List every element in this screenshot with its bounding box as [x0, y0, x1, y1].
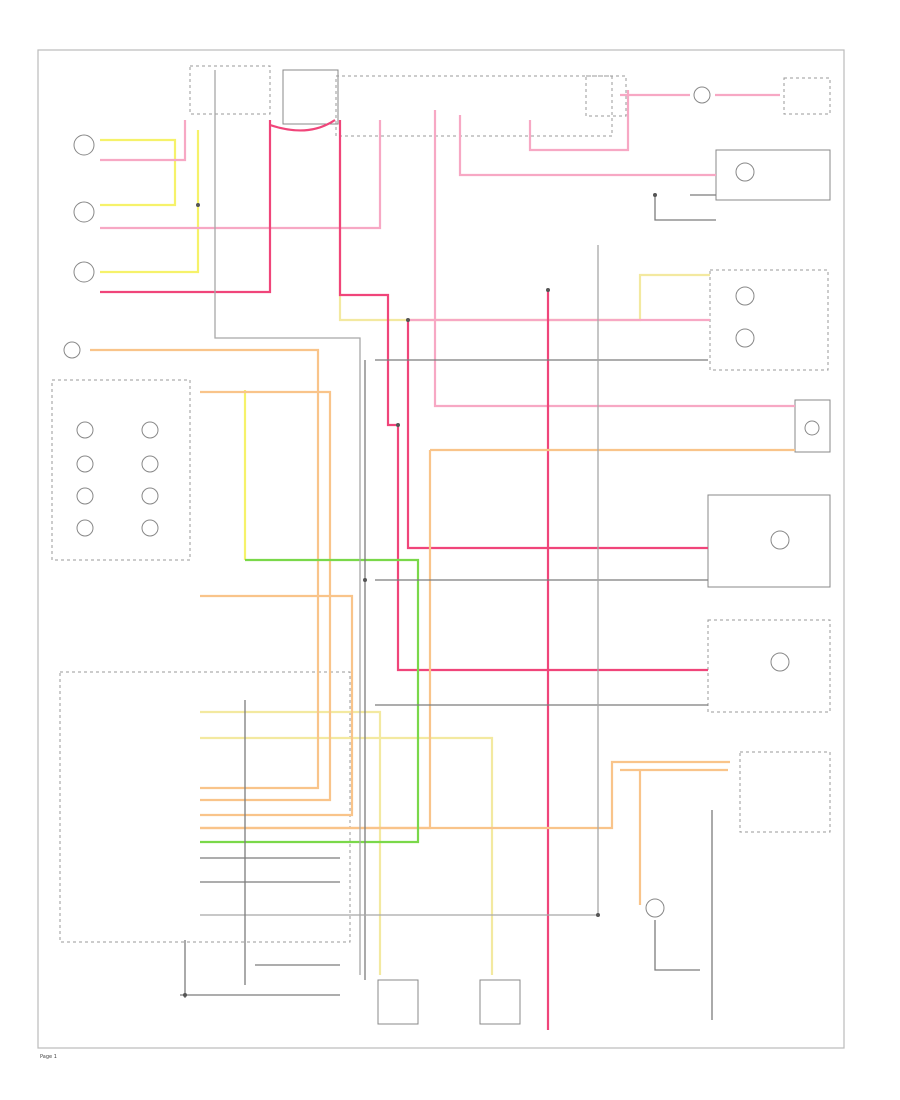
cluster-bulbs	[76, 421, 159, 537]
junction-block	[282, 69, 339, 125]
instrument-cluster	[51, 379, 191, 561]
trunk-lid-switch	[783, 77, 831, 115]
overhead-map-lamp	[709, 269, 829, 371]
relay-box	[335, 75, 613, 137]
fuse-block	[189, 65, 271, 115]
body-control-module	[59, 671, 351, 943]
ignition-lamp-bulb	[804, 420, 820, 436]
trunk-lamp	[693, 86, 711, 104]
right-door-courtesy-lamp	[73, 201, 95, 223]
glove-box-lamp	[715, 149, 831, 201]
headlamp	[63, 341, 81, 359]
page-label: Page 1	[40, 1054, 57, 1060]
left-door-lamp-bulb	[770, 530, 790, 550]
right-door-lamp-bulb	[770, 652, 790, 672]
right-front-door-switch	[479, 979, 521, 1025]
rear-courtesy-lamp	[73, 261, 95, 283]
overhead-map-lamp-bulb	[735, 286, 755, 306]
left-door-courtesy-lamp-box	[707, 494, 831, 588]
ignition-lamp	[794, 399, 831, 453]
ac-switch-control	[739, 751, 831, 833]
left-front-door-switch	[377, 979, 419, 1025]
left-door-courtesy-lamp	[73, 134, 95, 156]
glove-box-lamp-bulb	[735, 162, 755, 182]
right-door-courtesy-lamp-box	[707, 619, 831, 713]
cargo-lamp	[645, 898, 665, 918]
overhead-map-lamp-bulb-2	[735, 328, 755, 348]
wire-splices	[183, 193, 657, 997]
diagram-frame	[37, 49, 845, 1049]
